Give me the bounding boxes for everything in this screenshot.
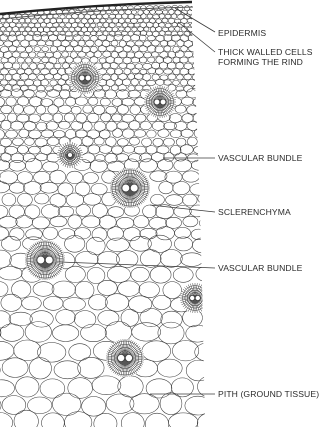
label-thick-walled-cells-line2: FORMING THE RIND xyxy=(218,57,313,67)
xylem-vessel xyxy=(79,75,85,81)
xylem-vessel xyxy=(122,184,130,192)
xylem-vessel xyxy=(130,184,138,192)
stem-tissue xyxy=(0,5,227,427)
label-vascular-bundle-lower: VASCULAR BUNDLE xyxy=(218,263,302,273)
xylem-vessel xyxy=(190,295,195,300)
xylem-vessel xyxy=(85,75,91,81)
label-epidermis: EPIDERMIS xyxy=(218,28,266,38)
label-thick-walled-cells-line1: THICK WALLED CELLS xyxy=(218,47,313,57)
xylem-vessel xyxy=(154,99,160,105)
label-thick-walled-cells: THICK WALLED CELLS FORMING THE RIND xyxy=(218,47,313,67)
vascular-bundle xyxy=(57,142,83,168)
label-pith: PITH (GROUND TISSUE) xyxy=(218,389,319,399)
vascular-bundle xyxy=(180,283,210,313)
label-sclerenchyma: SCLERENCHYMA xyxy=(218,207,291,217)
xylem-vessel xyxy=(117,354,124,361)
vascular-bundle xyxy=(106,339,144,377)
xylem-vessel xyxy=(195,295,200,300)
xylem-vessel xyxy=(125,354,132,361)
vascular-bundle xyxy=(69,62,101,94)
xylem-vessel xyxy=(68,153,73,158)
vascular-bundle xyxy=(110,168,150,208)
xylem-vessel xyxy=(160,99,166,105)
xylem-vessel xyxy=(37,256,45,264)
label-vascular-bundle-upper: VASCULAR BUNDLE xyxy=(218,153,302,163)
leader-sclerenchyma xyxy=(150,205,215,212)
vascular-bundle xyxy=(144,86,176,118)
vascular-bundle xyxy=(25,240,65,280)
leader-thick-walled-cells xyxy=(178,22,215,52)
xylem-vessel xyxy=(45,256,53,264)
